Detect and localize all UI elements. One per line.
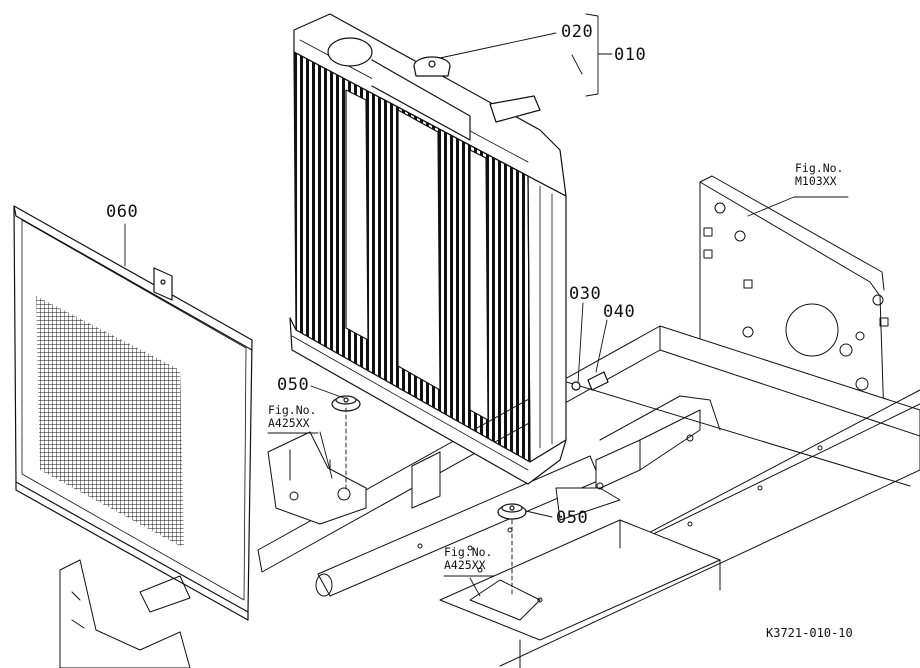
fig-ref-a425-bottom: Fig.No. A425XX [444,546,492,572]
fig-ref-m103-prefix: Fig.No. [795,161,844,175]
fig-ref-a425-bottom-prefix: Fig.No. [444,545,493,559]
leader-lines [124,13,849,597]
callout-050-upper: 050 [277,375,310,395]
radiator-screen [13,205,253,621]
cushion-lower [497,503,527,520]
radiator-assembly [289,13,609,485]
fig-ref-m103-code: M103XX [795,174,837,188]
diagram-code: K3721-010-10 [766,626,853,640]
callout-050-lower: 050 [556,508,589,528]
fig-ref-a425-bottom-code: A425XX [444,558,486,572]
cushion-upper [331,395,361,412]
fig-ref-a425-left-code: A425XX [268,416,310,430]
callout-040: 040 [603,302,636,322]
callout-010: 010 [614,45,647,65]
chassis-frame [59,175,920,668]
fig-ref-a425-left-prefix: Fig.No. [268,403,317,417]
callout-060: 060 [106,202,139,222]
fig-ref-a425-left: Fig.No. A425XX [268,404,316,430]
callout-020: 020 [561,22,594,42]
callout-030: 030 [569,284,602,304]
fig-ref-m103: Fig.No. M103XX [795,162,843,188]
